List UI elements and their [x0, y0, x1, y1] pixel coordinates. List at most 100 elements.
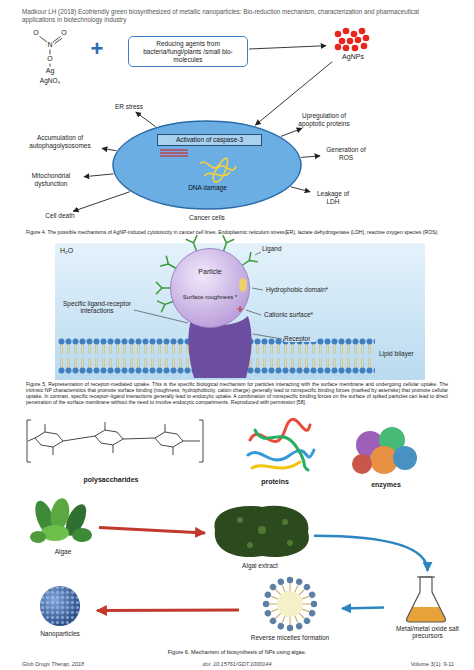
connector: [281, 128, 302, 136]
cationic-mark: [237, 306, 243, 312]
ligand-symbols: [161, 256, 176, 268]
part-label: Cationic surface*: [264, 311, 326, 318]
silver-nanoparticles: [363, 35, 370, 42]
algae-picture: [30, 497, 92, 543]
running-header: Madkour LH (2018) Ecofriendly green bios…: [22, 8, 452, 24]
node-text: Accumulation of autophagolysosomes: [20, 134, 100, 150]
silver-nanoparticles: [359, 28, 366, 35]
medium-label: H₂O: [60, 247, 82, 255]
atom-symbol: N: [45, 41, 55, 49]
node-text: Leakage of LDH: [312, 190, 354, 206]
agno3-bonds: [50, 50, 51, 55]
polysaccharide-structure: [165, 424, 166, 432]
connector: [73, 192, 130, 212]
reverse-micelle-picture: [264, 606, 280, 617]
reverse-micelle-picture: [277, 615, 288, 631]
figure-caption: Figure 5. Representation of receptor-med…: [26, 381, 448, 405]
footer-text: doi: 10.15761/GDT.1000144: [170, 661, 304, 668]
reverse-micelle-picture: [263, 601, 277, 607]
polysaccharide-structure: [199, 420, 203, 462]
node-text: Cell death: [42, 212, 78, 220]
nanoparticle-cluster: AgNPs: [328, 28, 378, 61]
ligand-symbols: [158, 301, 173, 312]
membrane-scene: [55, 243, 425, 380]
step-image: Algal extract: [207, 502, 313, 569]
effect-text: Mitochondrial dysfunction: [20, 172, 82, 188]
protein-ribbons: [252, 462, 300, 468]
node-text: Nanoparticles: [25, 630, 95, 637]
algal-extract-picture: [287, 540, 293, 546]
ligand-symbols: [156, 282, 170, 293]
leader-lines: [252, 288, 263, 290]
protein-ribbons: [255, 430, 308, 470]
particle-body: [171, 249, 250, 328]
reverse-micelle-picture: [264, 591, 280, 602]
connector: [314, 536, 428, 571]
ligand-symbols: [186, 236, 197, 251]
enzyme-structure: [352, 454, 372, 474]
figure-caption: Figure 4. The possible mechanisms of AgN…: [26, 229, 448, 235]
polysaccharide-structure: [27, 420, 203, 462]
protein-ribbons: [250, 419, 310, 441]
particle: ParticleSurface roughness *: [170, 248, 250, 328]
polysaccharide-structure: [28, 438, 35, 441]
agno3-bonds: [40, 37, 48, 43]
part-label: Specific ligand-receptor interactions: [62, 300, 132, 315]
silver-nanoparticles: [352, 45, 359, 52]
reverse-micelle-picture: [287, 577, 293, 591]
reverse-micelle-picture: [292, 578, 303, 594]
ligand-symbols: [223, 236, 234, 251]
membrane-scene: [55, 243, 425, 380]
part-label: Hydrophobic domain*: [266, 286, 336, 293]
component-label: proteins: [255, 478, 295, 486]
node-text: ER stress: [108, 103, 150, 111]
polysaccharide-structure: [35, 432, 63, 447]
polysaccharide-structure: [45, 424, 46, 432]
reverse-micelle-picture: [292, 615, 303, 631]
node-text: Particle: [170, 268, 250, 276]
cell-membrane: [113, 121, 301, 209]
component-label: polysaccharides: [80, 476, 142, 484]
process-box: Activation of caspase-3: [157, 134, 262, 146]
effect-text: Leakage of LDH: [312, 190, 354, 206]
connector: [102, 148, 116, 150]
polysaccharide-structure: [53, 447, 54, 455]
leader-lines: [255, 252, 261, 255]
effect-text: Accumulation of autophagolysosomes: [20, 134, 100, 150]
figure-caption: Figure 6. Mechanism of biosynthesis of N…: [26, 649, 448, 656]
effect-text: ER stress: [108, 103, 150, 111]
footer-text: Glob Drugs Therap, 2018: [22, 661, 132, 668]
step-image: Algae: [28, 496, 98, 555]
algal-extract-picture: [282, 519, 288, 525]
dna-strand: [200, 158, 236, 182]
silver-nanoparticles: [339, 38, 346, 45]
connector: [249, 46, 326, 49]
protein-ribbons: [248, 419, 314, 470]
hydrophobic-patch: [239, 278, 247, 292]
cancer-cell: Cancer cellsActivation of caspase-3: [112, 120, 302, 210]
leader-lines: [246, 310, 261, 315]
part-label: Lipid bilayer: [379, 350, 423, 357]
algae-picture: [30, 531, 46, 543]
polysaccharide-structure: [183, 441, 200, 442]
atom-symbol: O: [31, 29, 41, 37]
connector: [97, 609, 239, 613]
agno3-bonds: [53, 37, 61, 43]
silver-nanoparticles: [335, 28, 370, 52]
cell-label: DNA damage: [180, 184, 235, 191]
connector: [84, 174, 113, 177]
agno3-bonds: [40, 37, 63, 67]
connector: [291, 187, 310, 192]
part-label: Ligand: [262, 245, 292, 252]
effect-text: Generation of ROS: [322, 146, 370, 162]
nanoparticle-picture: [40, 586, 80, 626]
step-image: Reverse micelles formation: [240, 578, 340, 641]
reverse-micelle-picture: [301, 591, 317, 602]
polysaccharide-structure: [27, 420, 31, 462]
step-image: Nanoparticles: [25, 584, 95, 637]
ligand-symbols: [243, 253, 257, 265]
connector: [301, 156, 320, 158]
flask-picture: [417, 576, 435, 577]
silver-nanoparticles: [347, 38, 354, 45]
